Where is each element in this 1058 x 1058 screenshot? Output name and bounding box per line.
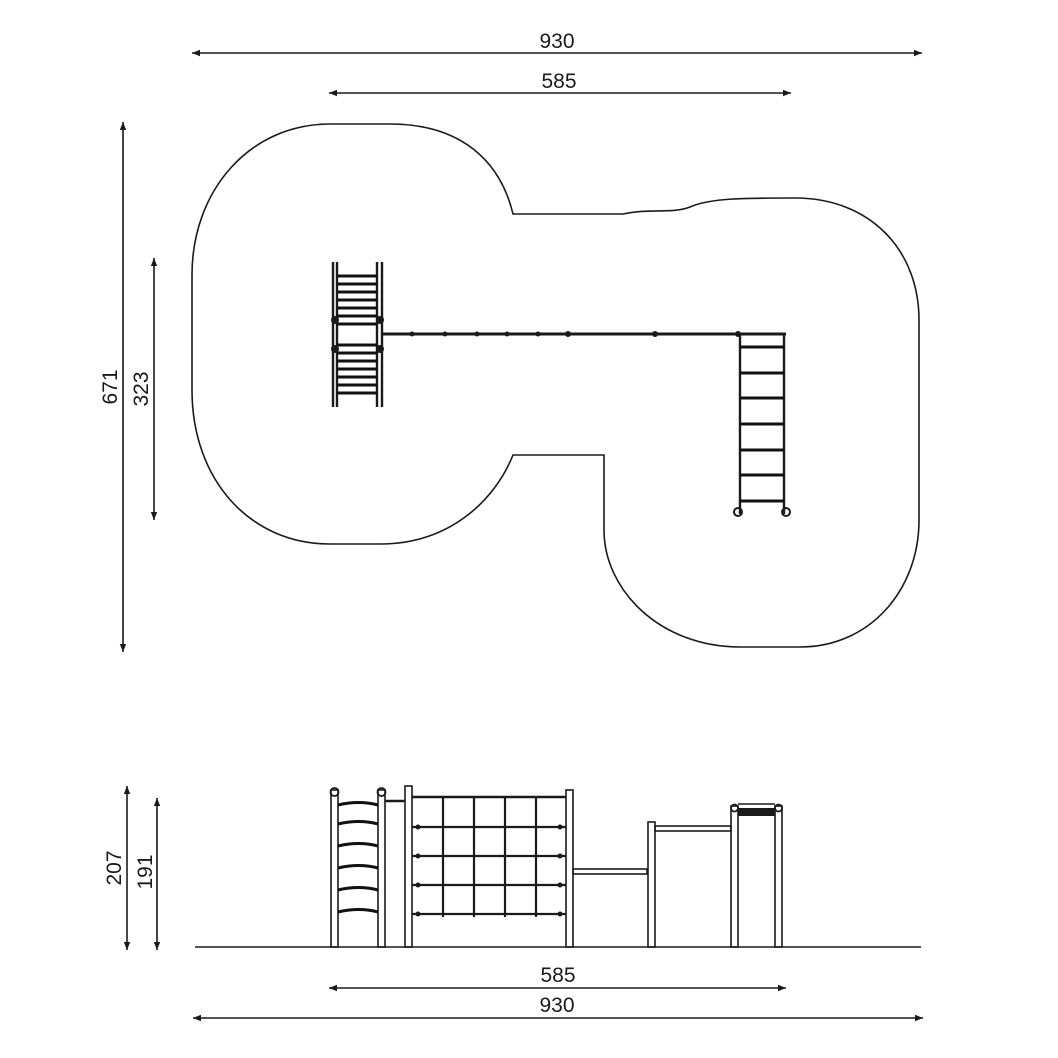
plan-ladder-right — [733, 334, 791, 517]
plan-dim-inner-width-label: 585 — [541, 70, 576, 93]
elevation-dim-overall-width-label: 930 — [539, 994, 574, 1017]
elevation-pull-up-bar — [647, 821, 732, 948]
elevation-dim-overall-height: 207 — [103, 786, 131, 950]
plan-dim-inner-depth-label: 323 — [130, 371, 153, 406]
elevation-climbing-net — [404, 785, 574, 948]
plan-dim-overall-width-label: 930 — [539, 30, 574, 53]
elevation-dim-inner-height: 191 — [134, 798, 161, 950]
plan-dim-overall-width: 930 — [192, 30, 922, 57]
plan-dim-overall-depth-label: 671 — [99, 369, 122, 404]
plan-view: 930 585 671 323 — [99, 30, 922, 652]
elevation-dim-inner-width-label: 585 — [540, 964, 575, 987]
plan-connecting-beam — [382, 331, 786, 337]
elevation-ladder-left — [329, 787, 405, 948]
plan-ladder-left — [331, 262, 384, 407]
elevation-low-bar — [572, 868, 648, 875]
safety-zone-outline — [191, 123, 920, 648]
elevation-dim-overall-width: 930 — [193, 994, 923, 1022]
elevation-dim-inner-width: 585 — [329, 964, 786, 992]
plan-dim-overall-depth: 671 — [99, 122, 127, 652]
elevation-view: 207 191 — [103, 785, 923, 1022]
elevation-ladder-right — [730, 803, 783, 948]
elevation-dim-inner-height-label: 191 — [134, 854, 157, 889]
plan-dim-inner-width: 585 — [329, 70, 791, 97]
plan-dim-inner-depth: 323 — [130, 258, 158, 520]
elevation-dim-overall-height-label: 207 — [103, 850, 126, 885]
